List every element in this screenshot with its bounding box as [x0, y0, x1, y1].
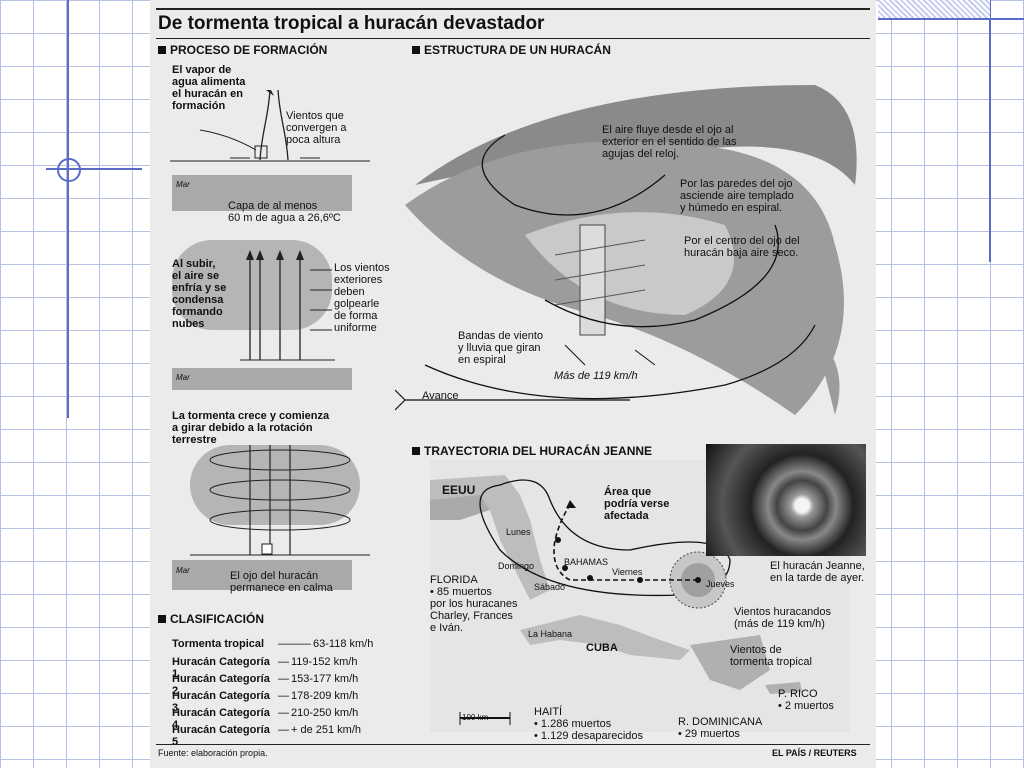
step2-sea-label: Mar — [176, 373, 190, 382]
step3-sea-band — [172, 560, 352, 590]
structure-speed-label: Más de 119 km/h — [554, 370, 638, 382]
hurricane-structure-illustration — [395, 85, 857, 415]
classification-dash: — — [278, 690, 289, 702]
footer-source: Fuente: elaboración propia. — [158, 748, 268, 758]
structure-bands-label: Bandas de viento y lluvia que giran en e… — [458, 330, 544, 366]
hurricane-satellite-photo — [706, 444, 866, 556]
map-area-label: Área que podría verse afectada — [604, 486, 670, 522]
formation-heading: PROCESO DE FORMACIÓN — [158, 43, 327, 57]
map-label-cuba: CUBA — [586, 642, 618, 654]
legend-hurricane-winds: Vientos huracandos (más de 119 km/h) — [734, 606, 832, 630]
classification-range: + de 251 km/h — [291, 724, 362, 736]
photo-caption: El huracán Jeanne, en la tarde de ayer. — [770, 560, 865, 584]
classification-range: 153-177 km/h — [291, 673, 359, 685]
map-label-jueves: Jueves — [706, 579, 735, 589]
step1-sea-label: Mar — [176, 180, 190, 189]
classification-row: Huracán Categoría 3 — 178-209 km/h — [172, 690, 358, 714]
map-label-bahamas: BAHAMAS — [564, 557, 609, 567]
step2-left-label: Al subir, el aire se enfría y se condens… — [172, 258, 227, 330]
top-rule — [156, 8, 870, 10]
classification-heading: CLASIFICACIÓN — [158, 612, 264, 626]
classification-name: Huracán Categoría 3 — [172, 690, 270, 714]
clipping-title: De tormenta tropical a huracán devastado… — [158, 13, 545, 34]
step1-sea-band — [172, 175, 352, 211]
step1-right-label: Vientos que convergen a poca altura — [286, 110, 347, 146]
structure-note-center: Por el centro del ojo del huracán baja a… — [684, 235, 800, 259]
step3-spiral-diagram — [190, 445, 370, 556]
map-label-lunes: Lunes — [506, 527, 531, 537]
classification-range: 63-118 km/h — [313, 638, 374, 650]
slide-corner-hatch — [878, 0, 990, 18]
step2-diagram — [240, 250, 335, 361]
trajectory-heading: TRAYECTORIA DEL HURACÁN JEANNE — [412, 444, 652, 458]
classification-name: Huracán Categoría 1 — [172, 656, 270, 680]
map-label-viernes: Viernes — [612, 567, 643, 577]
map-label-eeuu: EEUU — [442, 483, 476, 497]
step1-left-label: El vapor de agua alimenta el huracán en … — [172, 64, 246, 112]
map-label-domingo: Domingo — [498, 561, 535, 571]
map-label-sabado: Sábado — [534, 582, 566, 592]
slide-guide-line-vertical-right — [989, 0, 991, 262]
step1-diagram — [170, 90, 370, 162]
classification-dash: — — [278, 707, 289, 719]
classification-dash: ——— — [278, 638, 311, 650]
newspaper-clipping: De tormenta tropical a huracán devastado… — [150, 0, 876, 768]
step2-right-label: Los vientos exteriores deben golpearle d… — [334, 262, 390, 334]
map-label-rep-dominicana: R. DOMINICANA • 29 muertos — [678, 716, 763, 740]
classification-row: Huracán Categoría 1 — 119-152 km/h — [172, 656, 357, 680]
title-rule — [156, 38, 870, 39]
classification-row: Huracán Categoría 2 — 153-177 km/h — [172, 673, 358, 697]
step2-sea-band — [172, 368, 352, 390]
slide-guide-line-horizontal-right — [878, 18, 1024, 20]
classification-name: Tormenta tropical — [172, 638, 265, 650]
classification-name: Huracán Categoría 2 — [172, 673, 270, 697]
footer-rule — [156, 744, 870, 745]
classification-row: Tormenta tropical ——— 63-118 km/h — [172, 638, 373, 650]
classification-range: 178-209 km/h — [291, 690, 359, 702]
classification-dash: — — [278, 656, 289, 668]
classification-row: Huracán Categoría 5 — + de 251 km/h — [172, 724, 361, 748]
classification-name: Huracán Categoría 5 — [172, 724, 270, 748]
structure-heading: ESTRUCTURA DE UN HURACÁN — [412, 43, 611, 57]
slide-guide-line-horizontal-left — [46, 168, 142, 170]
map-scale-label: 100 km — [462, 713, 489, 722]
step3-sea-label: Mar — [176, 566, 190, 575]
structure-note-walls: Por las paredes del ojo asciende aire te… — [680, 178, 794, 214]
step1-bottom-label: Capa de al menos 60 m de agua a 26,6ºC — [228, 200, 341, 224]
classification-dash: — — [278, 724, 289, 736]
classification-name: Huracán Categoría 4 — [172, 707, 270, 731]
map-label-florida: FLORIDA • 85 muertos por los huracanes C… — [430, 574, 518, 634]
slide-guide-circle — [57, 158, 81, 182]
step3-bottom-label: El ojo del huracán permanece en calma — [230, 570, 333, 594]
legend-tropical-winds: Vientos de tormenta tropical — [730, 644, 812, 668]
slide-guide-line-vertical-left — [67, 0, 69, 418]
classification-range: 119-152 km/h — [291, 656, 358, 668]
structure-advance-label: Avance — [422, 390, 459, 402]
map-label-habana: La Habana — [528, 629, 573, 639]
step3-top-label: La tormenta crece y comienza a girar deb… — [172, 410, 330, 446]
map-label-haiti: HAITÍ • 1.286 muertos • 1.129 desapareci… — [534, 706, 644, 742]
classification-dash: — — [278, 673, 289, 685]
classification-range: 210-250 km/h — [291, 707, 359, 719]
map-label-puerto-rico: P. RICO • 2 muertos — [778, 688, 834, 712]
structure-note-airflow: El aire fluye desde el ojo al exterior e… — [602, 124, 737, 160]
footer-credit: EL PAÍS / REUTERS — [772, 748, 857, 758]
classification-row: Huracán Categoría 4 — 210-250 km/h — [172, 707, 358, 731]
trajectory-map — [430, 460, 850, 732]
